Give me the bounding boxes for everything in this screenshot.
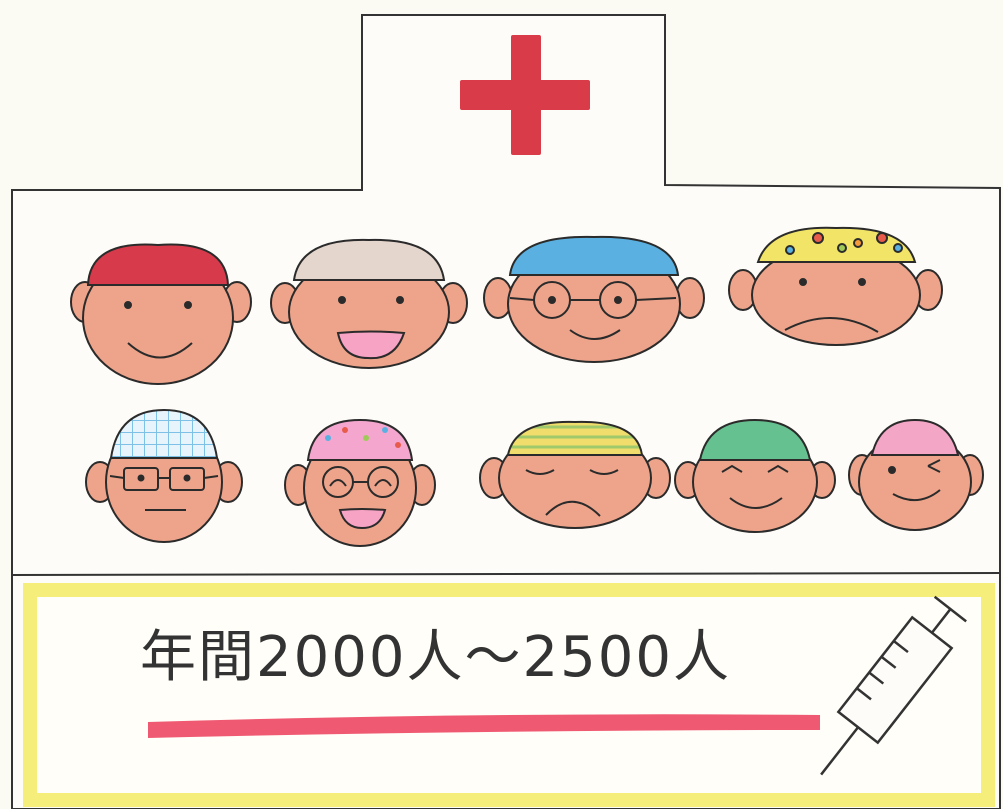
person-face-6 — [284, 418, 436, 547]
person-face-3 — [483, 235, 705, 363]
person-face-8 — [674, 418, 836, 533]
person-face-5 — [85, 408, 243, 543]
syringe-icon — [820, 595, 967, 776]
annual-patient-count-text: 年間2000人～2500人 — [140, 624, 732, 690]
person-face-9 — [848, 418, 984, 531]
person-face-4 — [728, 226, 943, 346]
caption-underline — [148, 714, 820, 738]
person-face-7 — [479, 420, 671, 529]
red-cross-icon — [460, 35, 590, 155]
person-face-2 — [270, 238, 468, 369]
banner-divider — [11, 572, 1001, 576]
person-face-1 — [70, 243, 252, 385]
